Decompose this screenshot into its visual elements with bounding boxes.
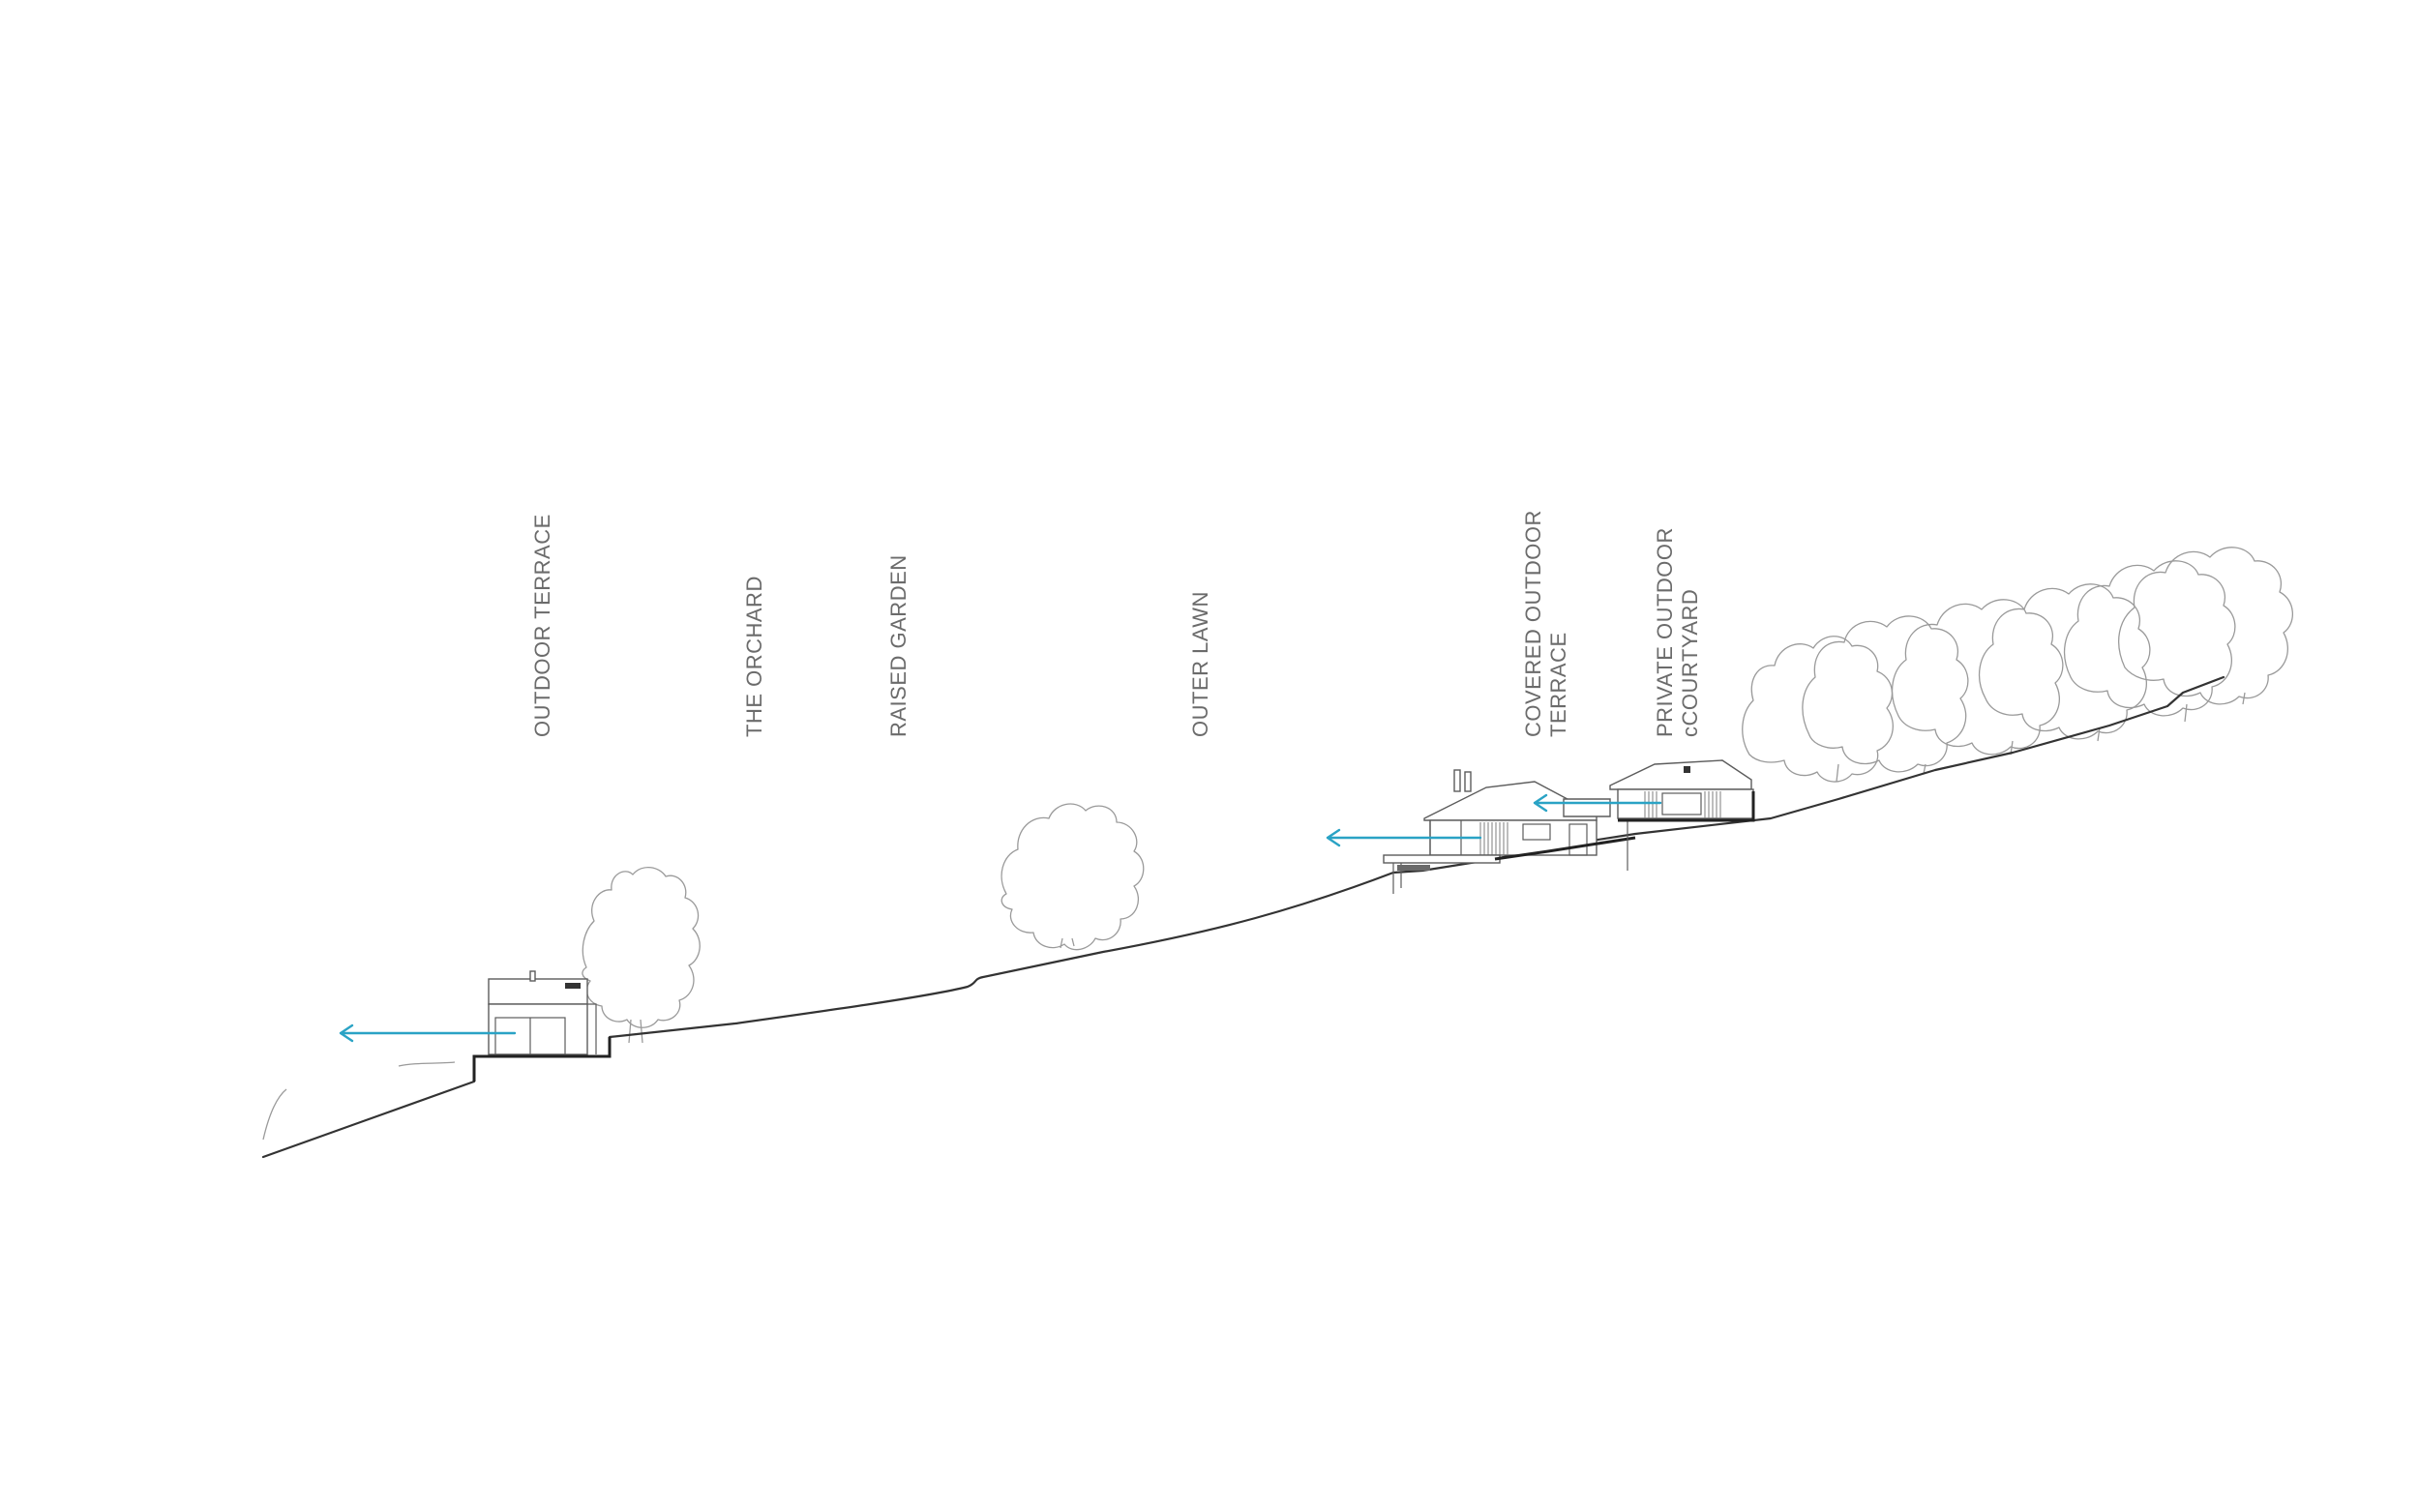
view-arrows (339, 793, 1662, 1043)
woodland-tree-6 (2118, 547, 2293, 705)
label-outer-lawn: OUTER LAWN (1188, 591, 1212, 737)
pavilion-lower-side-wall (587, 1003, 597, 1054)
label-the-orchard: THE ORCHARD (742, 576, 766, 737)
courtyard-link (1563, 798, 1611, 817)
label-raised-garden: RAISED GARDEN (886, 554, 911, 737)
tree-orchard (582, 867, 701, 1028)
covered-terrace-planter (1397, 865, 1430, 871)
pavilion-lower-slab (472, 1037, 612, 1082)
pavilion-lower-vent (565, 983, 581, 989)
ground-shrub-left (262, 1061, 456, 1141)
upper-house (1563, 759, 1755, 822)
main-house-slab (1494, 836, 1636, 861)
ground-profile-line (261, 675, 2225, 1159)
trees (582, 547, 2293, 1044)
label-private-outdoor-courtyard-line2: cCOURTYARD (1678, 589, 1702, 737)
upper-house-slab (1618, 791, 1755, 822)
woodland-tree-2 (1802, 615, 1969, 773)
woodland-tree-1 (1742, 636, 1894, 783)
main-house-door (1568, 823, 1588, 856)
view-direction-arrow-icon (1533, 793, 1662, 813)
view-direction-arrow-icon (339, 1023, 517, 1043)
woodland-tree-5 (2063, 560, 2236, 717)
label-covered-outdoor-terrace-line1: COVERED OUTDOOR (1521, 510, 1545, 737)
pavilion-lower-roof (488, 978, 588, 1005)
woodland-tree-3 (1891, 599, 2064, 756)
upper-house-roof (1609, 759, 1752, 790)
covered-terrace-deck (1383, 854, 1501, 864)
tree-outer-lawn (1000, 803, 1145, 951)
main-house-window (1522, 823, 1551, 841)
pavilion-lower-chimney (529, 970, 536, 982)
view-direction-arrow-icon (1326, 828, 1482, 847)
upper-house-vent (1684, 766, 1690, 773)
pavilion-lower-body (488, 1003, 588, 1055)
pavilion-lower (472, 970, 612, 1082)
main-house-chimney-2 (1464, 771, 1472, 792)
tree-outer-lawn-trunk (1060, 937, 1075, 949)
label-private-outdoor-courtyard-line1: PRIVATE OUTDOOR (1653, 527, 1677, 737)
tree-orchard-trunk (628, 1019, 643, 1044)
main-house (1383, 769, 1636, 894)
upper-house-window (1661, 792, 1702, 815)
woodland-trunks (1836, 692, 2246, 783)
main-house-chimney-1 (1453, 769, 1461, 792)
label-outdoor-terrace: OUTDOOR TERRACE (530, 514, 554, 737)
zone-labels: OUTDOOR TERRACE THE ORCHARD RAISED GARDE… (530, 510, 1702, 737)
woodland-tree-4 (1978, 583, 2151, 740)
label-covered-outdoor-terrace-line2: TERRACE (1546, 632, 1570, 737)
upper-house-timber-screen (1644, 791, 1721, 818)
